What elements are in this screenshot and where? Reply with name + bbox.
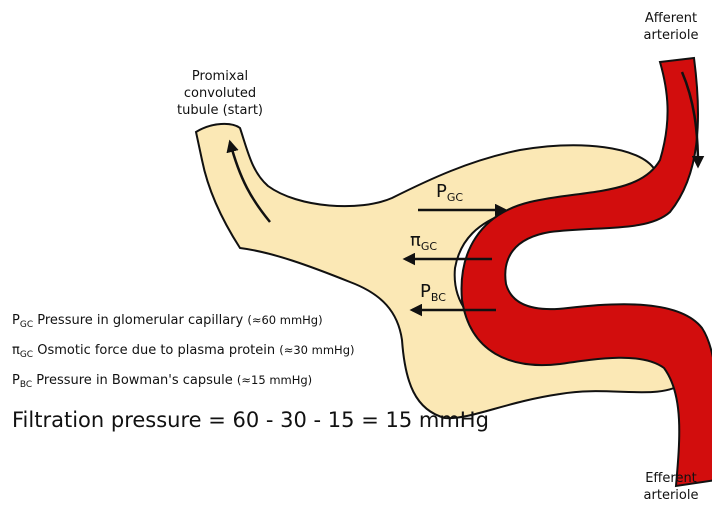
legend-subscript: GC: [20, 350, 33, 360]
pigc-symbol: π: [410, 230, 421, 251]
legend-row-pigc: πGC Osmotic force due to plasma protein …: [12, 343, 354, 360]
legend-text: Pressure in glomerular capillary: [37, 313, 243, 328]
filtration-formula: Filtration pressure = 60 - 30 - 15 = 15 …: [12, 408, 489, 432]
afferent-line-2: arteriole: [632, 27, 710, 44]
legend-note: (≈30 mmHg): [279, 343, 354, 357]
legend-row-pbc: PBC Pressure in Bowman's capsule (≈15 mm…: [12, 373, 312, 390]
tubule-line-1: Promixal: [168, 68, 272, 85]
legend-note: (≈60 mmHg): [247, 313, 322, 327]
legend-symbol: P: [12, 373, 20, 388]
tubule-line-2: convoluted: [168, 85, 272, 102]
legend-symbol: π: [12, 343, 20, 358]
legend-subscript: BC: [20, 380, 32, 390]
legend-note: (≈15 mmHg): [237, 373, 312, 387]
efferent-line-1: Efferent: [632, 470, 710, 487]
pigc-subscript: GC: [421, 240, 437, 253]
afferent-line-1: Afferent: [632, 10, 710, 27]
efferent-line-2: arteriole: [632, 487, 710, 504]
pbc-symbol: P: [420, 281, 431, 302]
pgc-symbol: P: [436, 181, 447, 202]
pbc-subscript: BC: [431, 291, 446, 304]
pigc-force-label: πGC: [410, 230, 437, 253]
pgc-subscript: GC: [447, 191, 463, 204]
efferent-arteriole-label: Efferent arteriole: [632, 470, 710, 504]
tubule-label: Promixal convoluted tubule (start): [168, 68, 272, 119]
tubule-line-3: tubule (start): [168, 102, 272, 119]
afferent-arteriole-label: Afferent arteriole: [632, 10, 710, 44]
legend-symbol: P: [12, 313, 20, 328]
legend-row-pgc: PGC Pressure in glomerular capillary (≈6…: [12, 313, 323, 330]
pbc-force-label: PBC: [420, 281, 446, 304]
legend-text: Osmotic force due to plasma protein: [37, 343, 275, 358]
glomerular-capillary: [462, 58, 712, 486]
pgc-force-label: PGC: [436, 181, 463, 204]
legend-text: Pressure in Bowman's capsule: [36, 373, 232, 388]
legend-subscript: GC: [20, 320, 33, 330]
